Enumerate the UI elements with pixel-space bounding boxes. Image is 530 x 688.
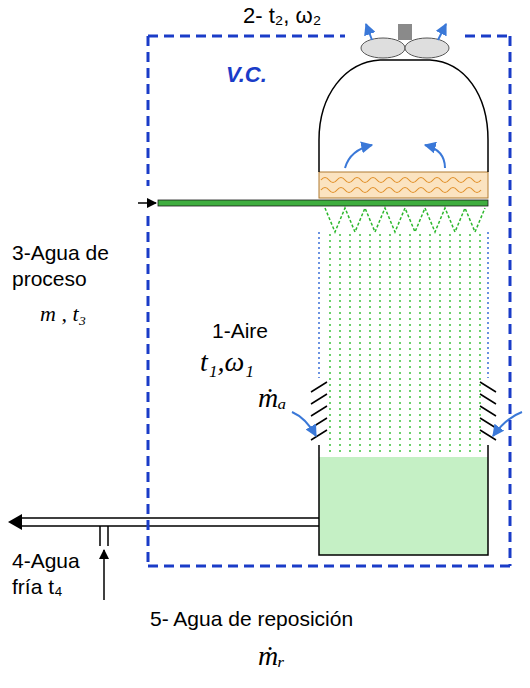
inlet-pipe (158, 200, 488, 206)
air-flow-arrow (425, 145, 445, 168)
inlet-air-arrow (493, 412, 522, 436)
dashed-border (465, 35, 510, 38)
exhaust-air-arrow (366, 24, 372, 40)
air-louvers (311, 382, 496, 440)
basin-water (319, 457, 488, 555)
air-inlet-state: t₁,ω₁ (200, 344, 254, 379)
tower-dome (319, 60, 488, 172)
process-water-label: 3-Agua de proceso (12, 240, 120, 293)
exhaust-air-label: 2- t₂, ω₂ (243, 2, 321, 30)
control-volume: V.C. (148, 36, 510, 566)
outlet-pipe (22, 518, 319, 526)
fill-pack-waves (321, 178, 481, 193)
process-water-state: m , t₃ (40, 300, 86, 328)
inlet-air-arrow (292, 412, 316, 436)
dashed-border (148, 565, 510, 568)
control-volume-label: V.C. (226, 62, 267, 88)
fan-stack (398, 24, 412, 40)
tower-basin-wall (319, 445, 488, 555)
air-inlet-label: 1-Aire (212, 318, 268, 344)
makeup-mass-flow: ṁᵣ (258, 638, 285, 673)
dashed-border (147, 216, 150, 566)
air-flow-arrow (345, 145, 372, 168)
node-outline (148, 36, 510, 566)
outlet-arrow (8, 514, 22, 530)
makeup-arrow (103, 550, 105, 600)
falling-water (330, 234, 480, 452)
cold-water-label: 4-Agua fría t₄ (12, 548, 100, 601)
dashed-border (147, 36, 150, 186)
dashed-border (148, 35, 345, 38)
dashed-border (509, 36, 512, 566)
fan-blade (405, 38, 449, 58)
exhaust-air-arrow (438, 24, 446, 40)
makeup-pipe (100, 526, 108, 546)
fan-blade (361, 38, 405, 58)
fill-pack (319, 172, 488, 198)
inlet-arrow (138, 202, 156, 204)
makeup-water-label: 5- Agua de reposición (150, 606, 353, 632)
air-mass-flow: ṁₐ (258, 380, 286, 415)
tower-wall-dotted (319, 232, 488, 378)
spray-nozzles (325, 208, 485, 232)
